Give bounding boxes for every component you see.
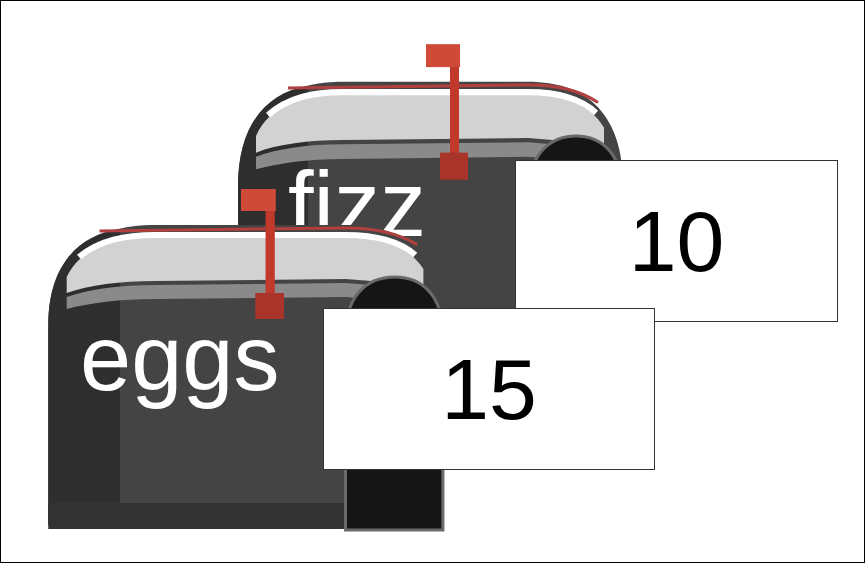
value-box: 10 [515, 160, 838, 322]
variable-value: 10 [629, 198, 725, 284]
variable-value: 15 [441, 346, 537, 432]
value-box: 15 [323, 308, 655, 470]
variable-name: eggs [80, 312, 280, 404]
